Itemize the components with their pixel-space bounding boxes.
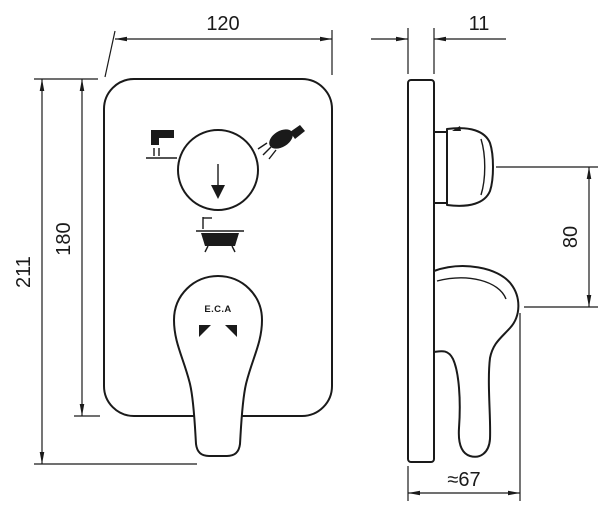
dim-side-offset: 80 [496, 166, 598, 308]
bathtub-icon [196, 217, 244, 253]
dim-side-depth: ≈67 [407, 313, 521, 501]
handle-mark-right [225, 325, 237, 337]
dim-side-offset-label: 80 [560, 226, 582, 248]
handle-mark-left [199, 325, 211, 337]
front-view: 120 211 180 [13, 13, 333, 465]
hand-shower-icon [257, 125, 305, 160]
dim-front-total-height-label: 211 [13, 256, 35, 288]
dim-front-total-height: 211 [13, 78, 197, 465]
dim-front-plate-height: 180 [53, 79, 100, 417]
dim-side-thickness-label: 11 [469, 13, 490, 35]
lever-handle: E.C.A [173, 275, 263, 457]
side-lever-handle [433, 265, 520, 458]
down-arrow-icon [211, 164, 225, 199]
dim-front-plate-height-label: 180 [53, 222, 75, 255]
dim-side-depth-label: ≈67 [447, 469, 480, 491]
brand-logo: E.C.A [204, 304, 231, 315]
dim-side-thickness: 11 [371, 13, 506, 74]
dim-front-width: 120 [104, 13, 333, 78]
dim-front-width-label: 120 [206, 13, 239, 35]
tub-spout-icon [146, 130, 177, 159]
side-diverter-knob [433, 126, 494, 207]
side-view: 11 80 ≈67 [371, 13, 598, 501]
side-wall-plate [407, 79, 435, 463]
